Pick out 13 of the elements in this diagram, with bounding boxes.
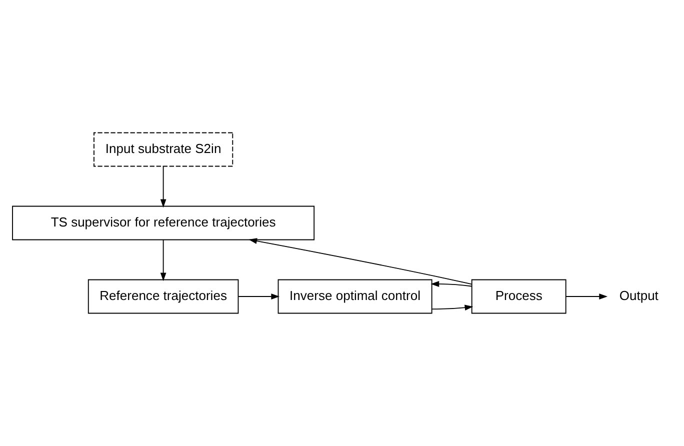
arrow — [238, 294, 280, 300]
node-box: Input substrate S2in — [94, 132, 234, 167]
arrow — [160, 166, 166, 208]
arrow — [566, 294, 608, 300]
node-box: TS supervisor for reference trajectories — [12, 206, 315, 240]
node-text: Output — [619, 288, 658, 303]
arrow — [248, 238, 472, 285]
node-box: Process — [471, 279, 566, 314]
arrow — [160, 239, 166, 282]
node-box: Reference trajectories — [88, 279, 239, 314]
node-box: Inverse optimal control — [278, 279, 432, 314]
arrow — [432, 304, 474, 311]
arrow — [430, 281, 472, 287]
